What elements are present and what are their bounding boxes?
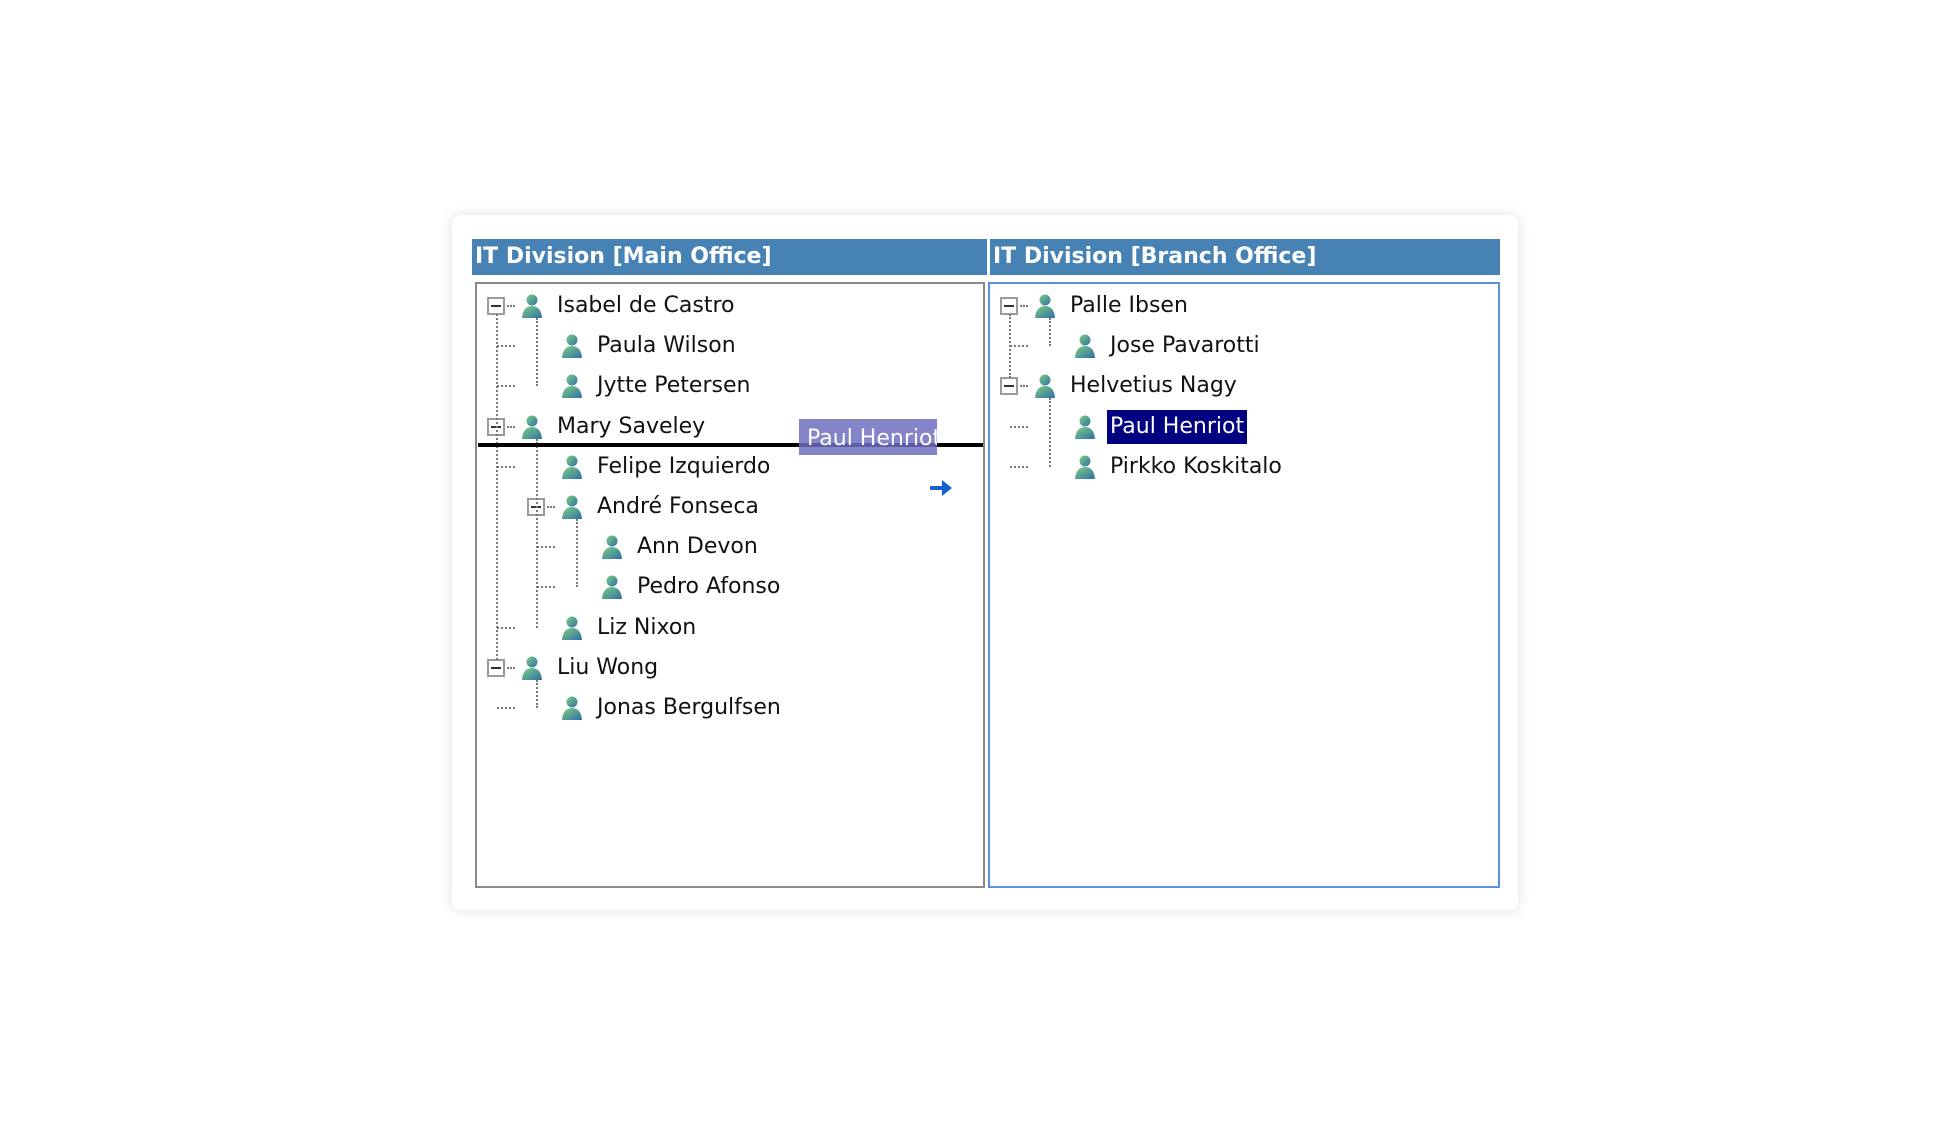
tree-connector [507, 666, 515, 669]
person-icon [559, 695, 585, 721]
person-icon [559, 373, 585, 399]
collapse-toggle-icon[interactable] [1000, 297, 1018, 315]
tree-node[interactable]: Liu Wong [477, 648, 983, 688]
tree-node-label[interactable]: Liz Nixon [597, 614, 697, 640]
tree-node[interactable]: Isabel de Castro [477, 286, 983, 326]
tree-connector [497, 385, 515, 388]
tree-connector [1020, 305, 1028, 307]
tree-node[interactable]: Jose Pavarotti [990, 326, 1498, 366]
person-icon [559, 333, 585, 359]
tree-connector [497, 345, 515, 348]
tree-node-label[interactable]: Palle Ibsen [1070, 293, 1188, 318]
tree-connector [497, 465, 515, 468]
tree-node[interactable]: Mary Saveley [477, 407, 983, 447]
tree-connector [536, 679, 538, 708]
tree-connector [1010, 465, 1028, 468]
tree-node[interactable]: Pedro Afonso [477, 567, 983, 607]
person-icon [519, 655, 545, 681]
tree-node-label[interactable]: Jose Pavarotti [1110, 333, 1260, 359]
tree-node-label[interactable]: Liu Wong [557, 654, 659, 680]
person-icon [1072, 454, 1098, 480]
tree-node[interactable]: Felipe Izquierdo [477, 447, 983, 487]
tree-connector [536, 318, 538, 387]
tree-node[interactable]: Palle Ibsen [990, 286, 1498, 326]
tree-node[interactable]: Liz Nixon [477, 608, 983, 648]
person-icon [599, 574, 625, 600]
arrow-right-icon [930, 480, 952, 496]
tree-connector [1009, 314, 1011, 379]
tree-node-label[interactable]: Paula Wilson [597, 333, 736, 359]
tree-connector [497, 706, 515, 709]
person-icon [1072, 414, 1098, 440]
tree-node-label[interactable]: Pedro Afonso [637, 574, 781, 600]
tree-connector [507, 305, 515, 307]
tree-node[interactable]: Helvetius Nagy [990, 366, 1498, 406]
person-icon [1032, 293, 1058, 319]
main-office-header: IT Division [Main Office] [472, 239, 987, 275]
tree-node[interactable]: Jytte Petersen [477, 366, 983, 406]
tree-connector [537, 546, 555, 549]
person-icon [559, 454, 585, 480]
tree-connector [1049, 398, 1051, 467]
person-icon [559, 615, 585, 641]
tree-connector [1010, 345, 1028, 348]
tree-connector [1020, 385, 1028, 388]
tree-node[interactable]: Paula Wilson [477, 326, 983, 366]
tree-connector [497, 626, 515, 629]
drop-position-indicator [478, 443, 983, 447]
tree-node[interactable]: Jonas Bergulfsen [477, 688, 983, 728]
tree-node-label[interactable]: Pirkko Koskitalo [1110, 453, 1282, 479]
person-icon [519, 414, 545, 440]
person-icon [1072, 333, 1098, 359]
tree-connector [496, 314, 498, 660]
tree-connector [576, 518, 578, 588]
tree-connector [536, 438, 538, 628]
tree-node[interactable]: Ann Devon [477, 527, 983, 567]
tree-node-label[interactable]: Paul Henriot [1107, 409, 1248, 444]
tree-node-label[interactable]: André Fonseca [597, 493, 759, 519]
tree-node-label[interactable]: Isabel de Castro [557, 293, 735, 318]
tree-connector [547, 505, 555, 508]
person-icon [559, 494, 585, 520]
collapse-toggle-icon[interactable] [487, 658, 505, 677]
tree-node-label[interactable]: Mary Saveley [557, 413, 706, 439]
person-icon [519, 293, 545, 319]
tree-connector [1049, 318, 1051, 347]
tree-connector [537, 586, 555, 589]
tree-connector [1010, 425, 1028, 428]
tree-node-label[interactable]: Jytte Petersen [597, 373, 751, 399]
collapse-toggle-icon[interactable] [487, 297, 505, 315]
tree-node[interactable]: Paul Henriot [990, 407, 1498, 447]
collapse-toggle-icon[interactable] [1000, 377, 1018, 396]
person-icon [1032, 373, 1058, 399]
tree-node[interactable]: Pirkko Koskitalo [990, 447, 1498, 487]
tree-node[interactable]: André Fonseca [477, 487, 983, 527]
tree-connector [507, 425, 515, 428]
tree-node-label[interactable]: Felipe Izquierdo [597, 453, 771, 479]
tree-node-label[interactable]: Ann Devon [637, 534, 758, 560]
tree-node-label[interactable]: Helvetius Nagy [1070, 373, 1237, 399]
branch-office-header: IT Division [Branch Office] [990, 239, 1500, 275]
tree-node-label[interactable]: Jonas Bergulfsen [597, 694, 781, 720]
person-icon [599, 534, 625, 560]
drag-ghost: Paul Henriot [799, 419, 937, 455]
